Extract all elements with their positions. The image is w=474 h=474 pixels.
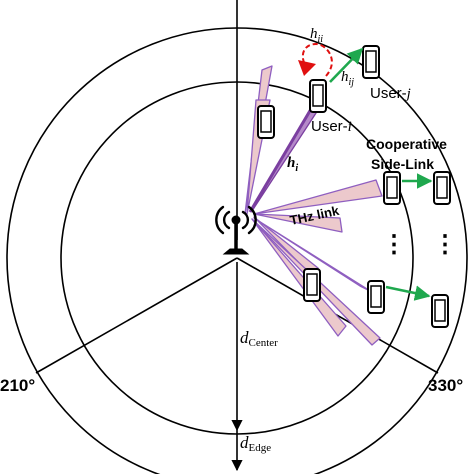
main-beam-line <box>248 103 316 213</box>
phone-icon-lower-mid <box>367 280 385 314</box>
label-h-i: hi <box>287 155 298 174</box>
sector-line-210 <box>35 257 238 374</box>
base-station-antenna-icon <box>215 205 257 255</box>
label-angle-330: 330° <box>428 376 463 395</box>
label-user-j: User-j <box>370 85 411 102</box>
beam-right-upper <box>253 179 383 215</box>
ellipsis-right: ⋮ <box>433 231 457 258</box>
phone-icon-lower-left <box>303 268 321 302</box>
phone-icon-far-right <box>433 171 451 205</box>
self-link-arrowhead <box>298 60 316 76</box>
phone-icon-mid-right <box>383 171 401 205</box>
side-link-arrow-i-to-j <box>329 47 364 83</box>
label-d-center: dCenter <box>240 328 278 349</box>
label-cooperative: Cooperative <box>366 136 447 152</box>
user-j-phone-icon <box>362 45 380 79</box>
ellipsis-mid: ⋮ <box>382 231 406 258</box>
phone-icon-lower-right <box>431 294 449 328</box>
label-h-ii: hii <box>310 26 323 45</box>
beam-lower-3 <box>251 218 347 337</box>
user-i-phone-icon <box>309 79 327 113</box>
label-h-ij: hij <box>341 69 354 88</box>
beam-lower-2 <box>253 217 373 293</box>
self-link-loop <box>301 42 333 77</box>
label-d-edge: dEdge <box>240 433 271 454</box>
beam-right-lower <box>253 213 343 233</box>
label-user-i: User-i <box>311 118 352 135</box>
phone-icon-left <box>257 105 275 139</box>
side-link-arrow-lower <box>385 285 431 301</box>
label-angle-210: 210° <box>0 376 35 395</box>
label-side-link: Side-Link <box>371 156 434 172</box>
